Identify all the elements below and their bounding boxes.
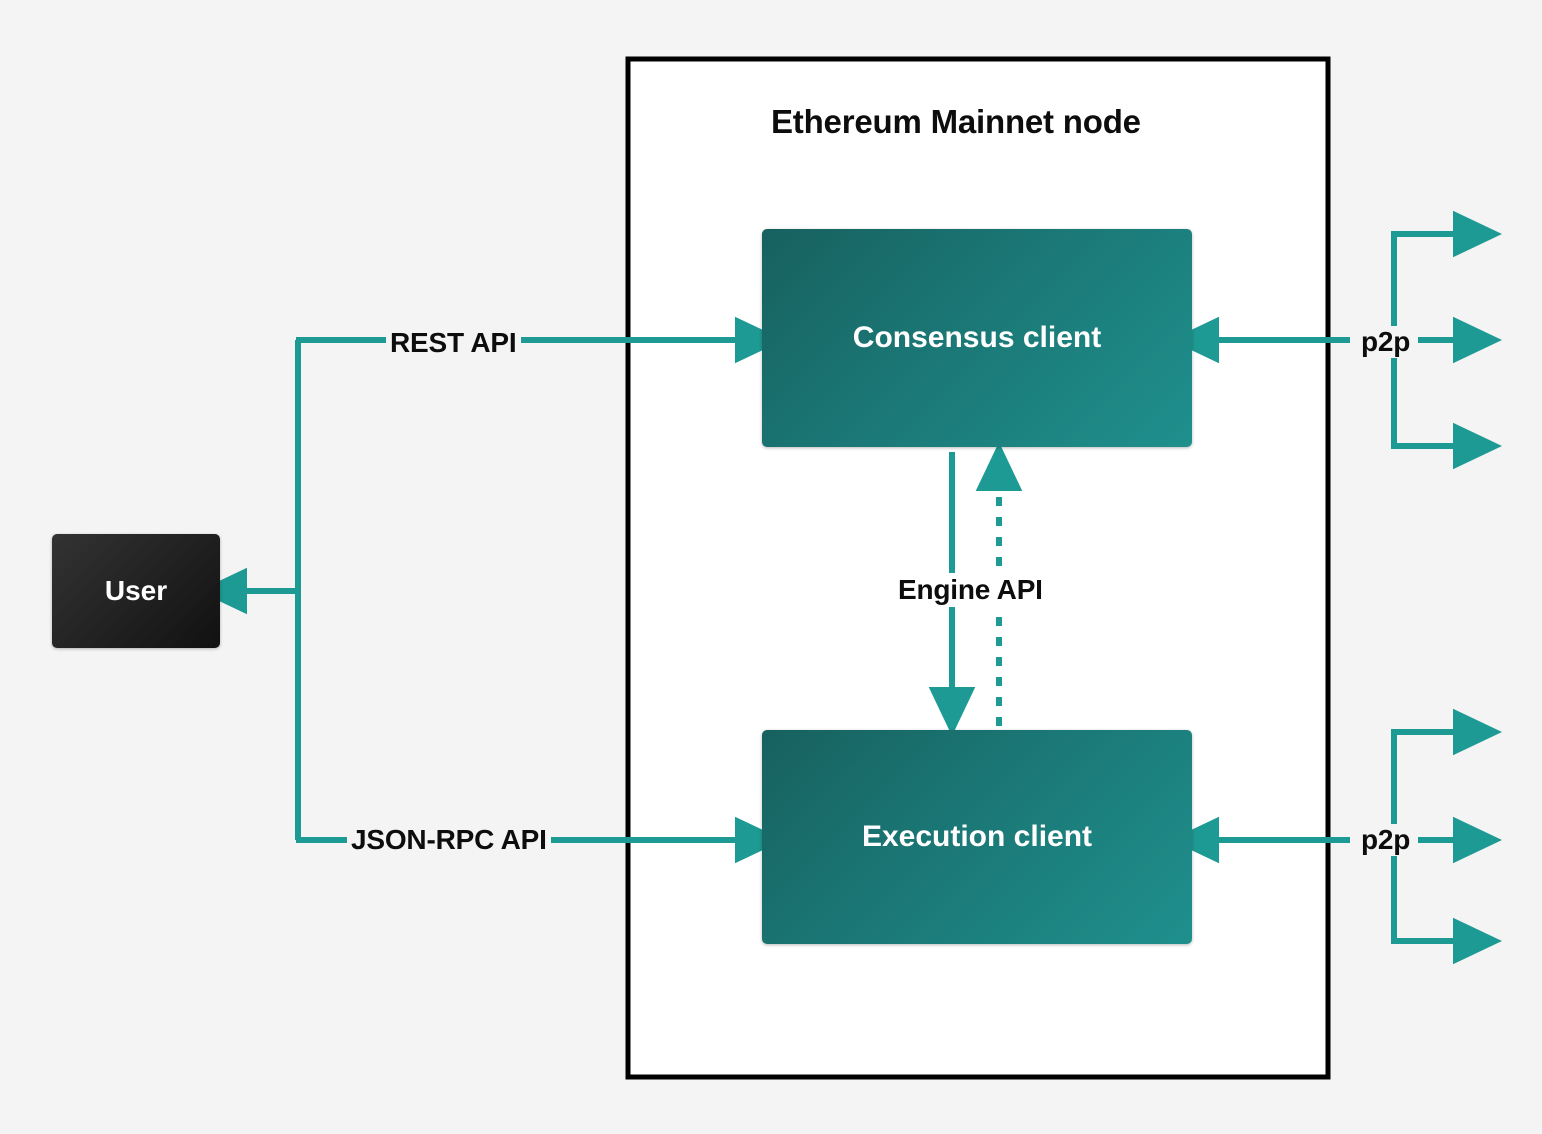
engine-api-edge-label: Engine API: [894, 573, 1047, 607]
user-node[interactable]: User: [52, 534, 220, 648]
execution-client-label: Execution client: [861, 820, 1093, 853]
diagram-title: Ethereum Mainnet node: [771, 103, 1141, 140]
p2p-consensus-edge-label: p2p: [1357, 326, 1415, 358]
user-node-label: User: [104, 575, 168, 606]
consensus-client-label: Consensus client: [852, 321, 1102, 354]
execution-client-node[interactable]: Execution client: [762, 730, 1192, 944]
json-rpc-api-edge-label: JSON-RPC API: [347, 824, 551, 856]
consensus-client-node[interactable]: Consensus client: [762, 229, 1192, 447]
rest-api-edge-label: REST API: [386, 327, 521, 359]
p2p-execution-edge-label: p2p: [1357, 824, 1415, 856]
